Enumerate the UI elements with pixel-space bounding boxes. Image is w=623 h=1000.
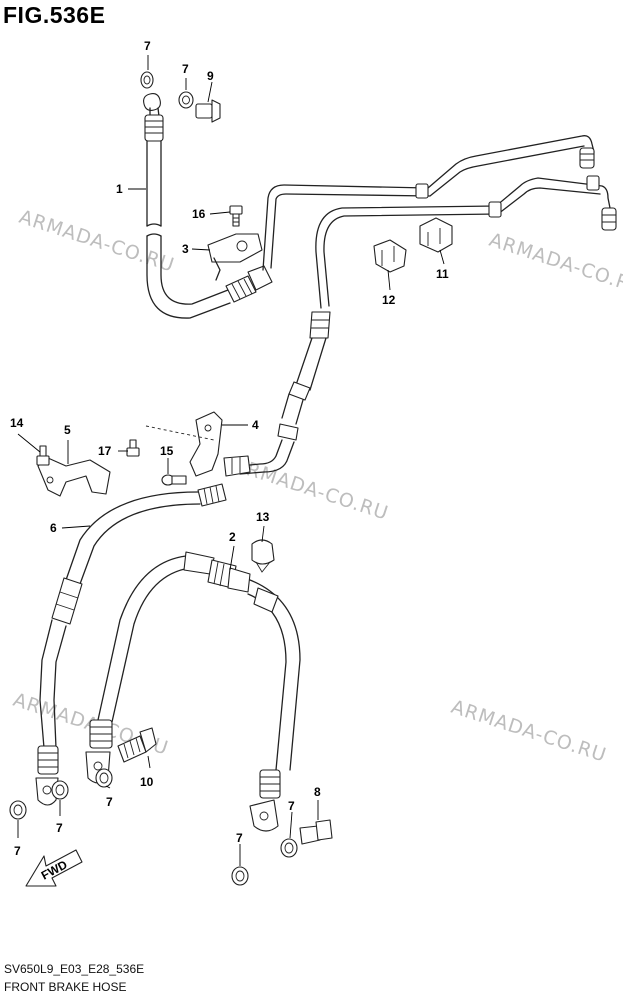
brake-hose-right (85, 551, 301, 832)
figure-caption: FRONT BRAKE HOSE (4, 980, 127, 994)
callout-15: 15 (160, 444, 174, 458)
bolt-14 (36, 445, 50, 466)
figure-code: SV650L9_E03_E28_536E (4, 962, 145, 976)
callout-16: 16 (192, 207, 206, 221)
union-bolt-10 (117, 727, 157, 763)
callout-11: 11 (436, 267, 449, 281)
washer (51, 780, 69, 800)
bolt-15 (161, 474, 187, 486)
brake-hose-upper (140, 71, 273, 319)
callout-7: 7 (106, 795, 113, 809)
brake-hose-left (35, 483, 227, 806)
union-bolt-8 (299, 819, 333, 845)
watermark: ARMADA-CO.RU (486, 229, 623, 300)
clamp-13 (251, 539, 275, 573)
metal-brake-line (239, 135, 617, 475)
callout-7: 7 (14, 844, 21, 858)
washer (9, 800, 27, 820)
bolt-16 (229, 205, 243, 227)
callout-13: 13 (256, 510, 270, 524)
washer (280, 838, 298, 858)
callouts: 7 7 9 1 16 3 11 12 14 5 17 15 4 6 13 2 1… (10, 39, 449, 858)
clip-12 (373, 239, 407, 273)
callout-7: 7 (288, 799, 295, 813)
callout-8: 8 (314, 785, 321, 799)
callout-7: 7 (56, 821, 63, 835)
callout-12: 12 (382, 293, 396, 307)
callout-3: 3 (182, 242, 189, 256)
callout-7: 7 (182, 62, 189, 76)
callout-1: 1 (116, 182, 123, 196)
union-bolt-9 (195, 99, 221, 123)
callout-10: 10 (140, 775, 154, 789)
callout-5: 5 (64, 423, 71, 437)
callout-7: 7 (236, 831, 243, 845)
clamp-3 (207, 233, 263, 281)
leader-lines (17, 55, 445, 866)
callout-14: 14 (10, 416, 24, 430)
callout-6: 6 (50, 521, 57, 535)
callout-2: 2 (229, 530, 236, 544)
bracket-5 (37, 457, 111, 497)
washer (95, 768, 113, 788)
callout-9: 9 (207, 69, 214, 83)
bracket-4 (145, 411, 251, 477)
figure-title: FIG.536E (3, 2, 106, 28)
bolt-17 (126, 439, 140, 457)
callout-4: 4 (252, 418, 259, 432)
callout-17: 17 (98, 444, 112, 458)
clip-11 (419, 217, 453, 253)
washer (231, 866, 249, 886)
callout-7: 7 (144, 39, 151, 53)
fwd-arrow-icon: FWD (25, 849, 83, 887)
washer (178, 91, 194, 109)
watermark: ARMADA-CO.RU (16, 206, 177, 277)
watermark: ARMADA-CO.RU (448, 696, 609, 767)
